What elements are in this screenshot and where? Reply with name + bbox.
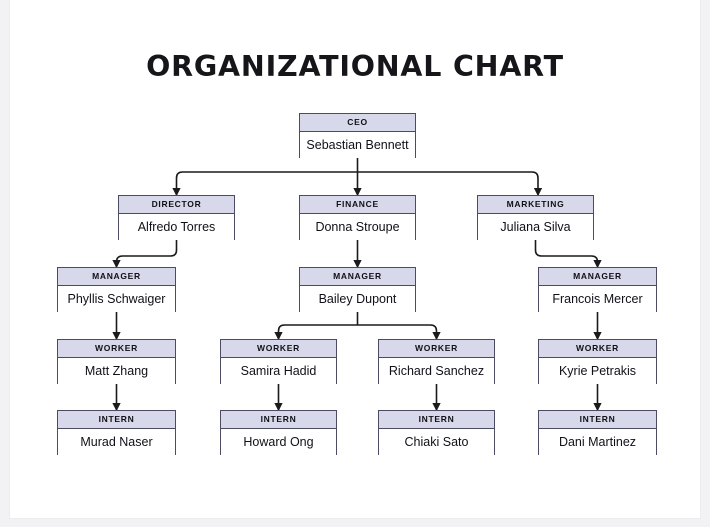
org-node-name: Kyrie Petrakis [539, 358, 656, 384]
org-node-name: Donna Stroupe [300, 214, 415, 240]
org-node-role: FINANCE [300, 196, 415, 214]
org-node-name: Dani Martinez [539, 429, 656, 455]
org-node-role: MANAGER [300, 268, 415, 286]
org-node-role: INTERN [58, 411, 175, 429]
org-node-role: MANAGER [58, 268, 175, 286]
org-node-name: Phyllis Schwaiger [58, 286, 175, 312]
org-node-role: MARKETING [478, 196, 593, 214]
org-node-name: Sebastian Bennett [300, 132, 415, 158]
org-node-name: Samira Hadid [221, 358, 336, 384]
org-node-role: INTERN [221, 411, 336, 429]
org-node-role: WORKER [379, 340, 494, 358]
org-node-name: Murad Naser [58, 429, 175, 455]
org-node-name: Chiaki Sato [379, 429, 494, 455]
org-node-role: INTERN [539, 411, 656, 429]
org-node-name: Alfredo Torres [119, 214, 234, 240]
org-node-role: WORKER [539, 340, 656, 358]
page-title: ORGANIZATIONAL CHART [146, 50, 564, 83]
org-node-name: Richard Sanchez [379, 358, 494, 384]
org-node-role: CEO [300, 114, 415, 132]
org-node-role: DIRECTOR [119, 196, 234, 214]
org-node-role: MANAGER [539, 268, 656, 286]
org-node-role: WORKER [221, 340, 336, 358]
org-node-name: Howard Ong [221, 429, 336, 455]
org-node-name: Matt Zhang [58, 358, 175, 384]
org-node-name: Bailey Dupont [300, 286, 415, 312]
org-node-name: Francois Mercer [539, 286, 656, 312]
org-node-role: INTERN [379, 411, 494, 429]
org-node-name: Juliana Silva [478, 214, 593, 240]
org-node-role: WORKER [58, 340, 175, 358]
